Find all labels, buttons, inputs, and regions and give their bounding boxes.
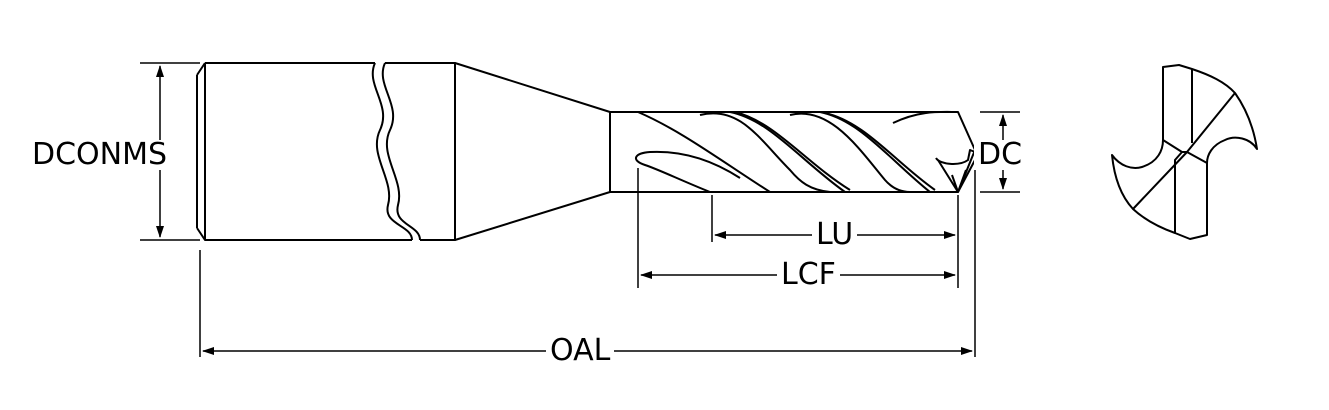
dconms-label: DCONMS: [28, 140, 172, 170]
shank: [196, 62, 456, 241]
flutes: [610, 110, 976, 193]
dimension-lines: [140, 62, 1020, 357]
end-view: [1111, 64, 1258, 240]
dc-label: DC: [974, 140, 1027, 170]
taper-neck: [454, 62, 611, 241]
lu-label: LU: [812, 220, 858, 250]
lcf-label: LCF: [777, 260, 840, 290]
oal-label: OAL: [546, 336, 615, 366]
